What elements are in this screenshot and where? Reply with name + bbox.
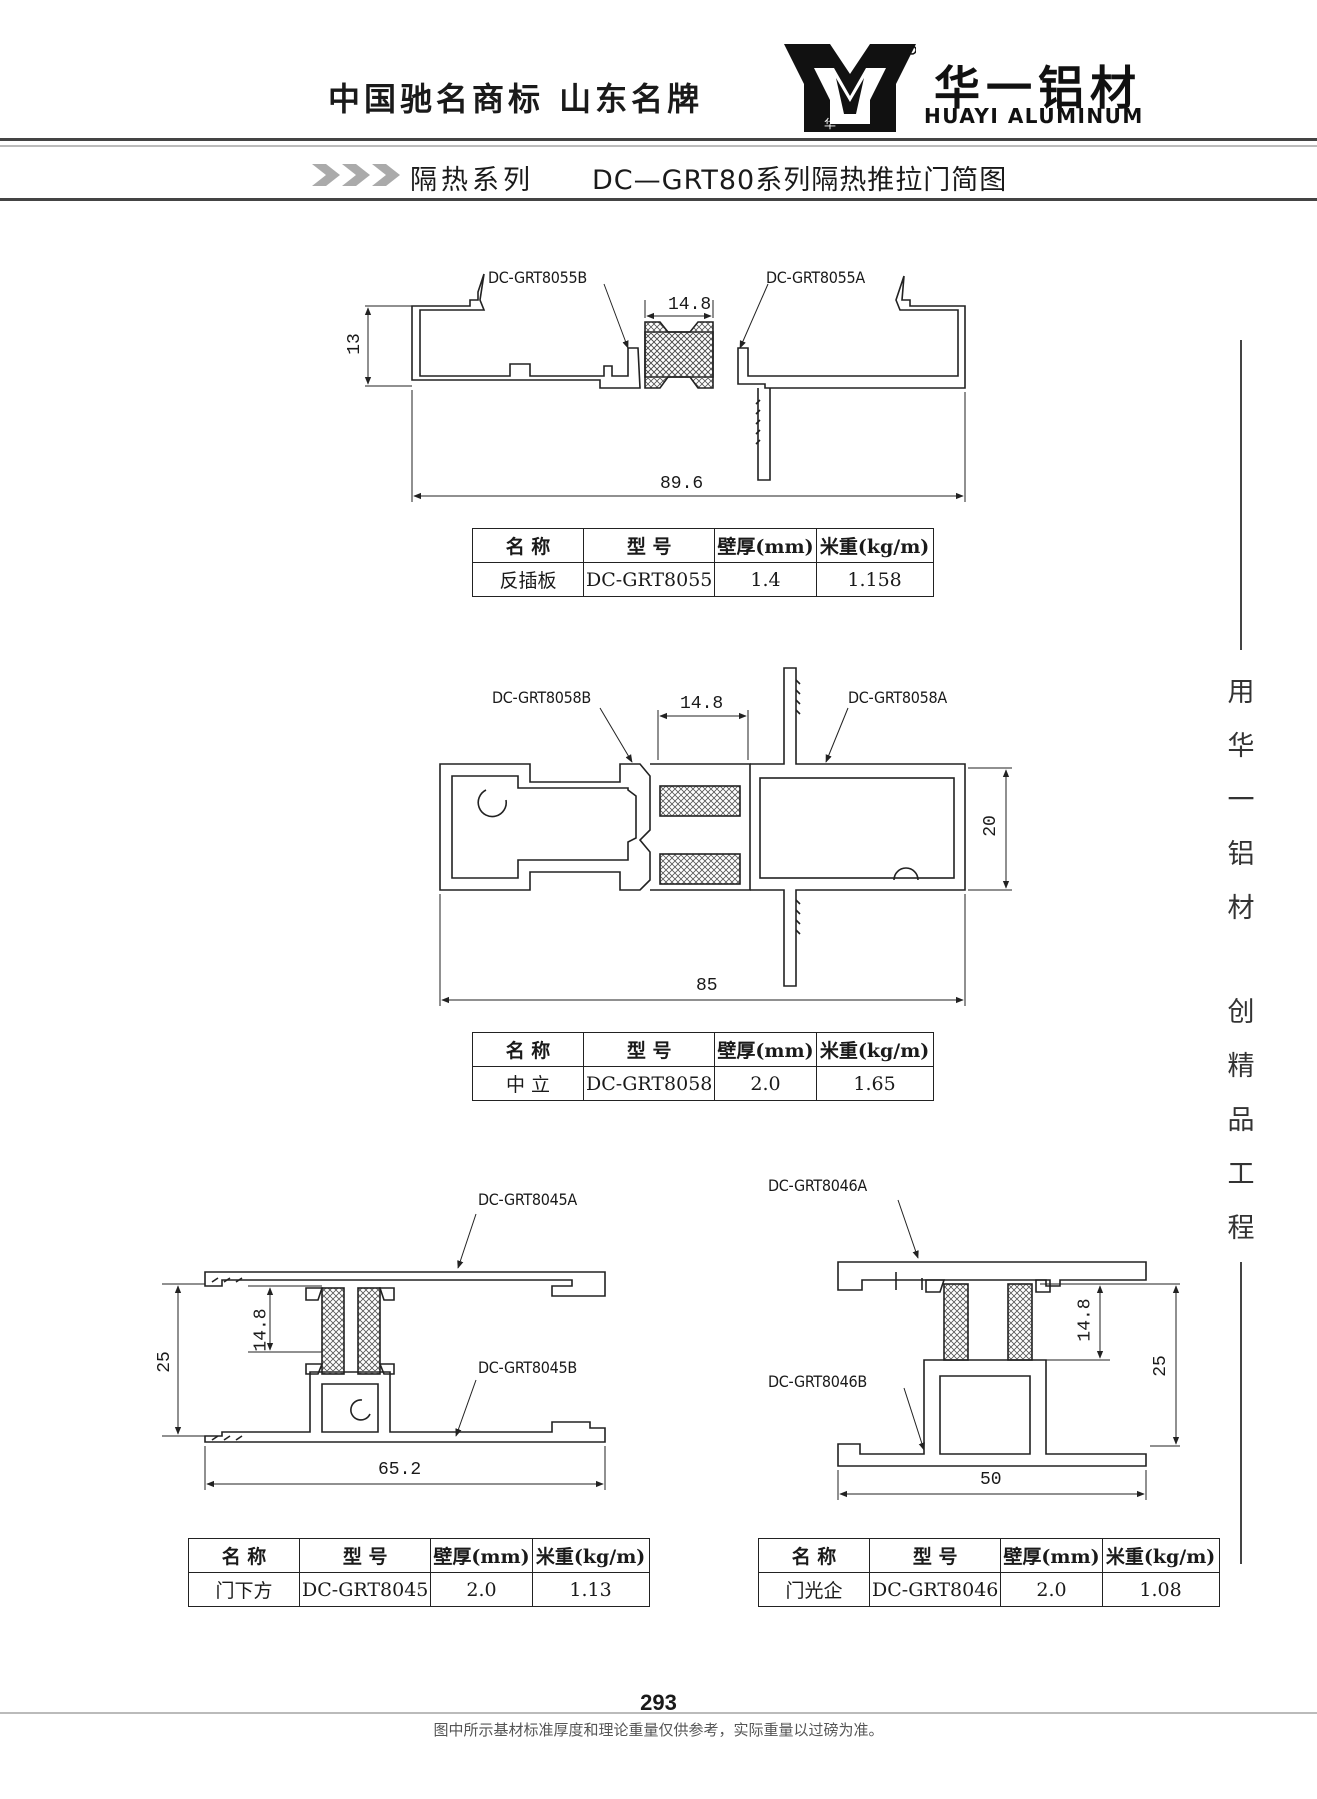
th-weight: 米重(kg/m): [531, 1538, 650, 1573]
fig2-dim-width: 85: [696, 976, 718, 996]
th-name: 名 称: [472, 1032, 584, 1067]
cell-thickness: 2.0: [714, 1066, 817, 1101]
th-thickness: 壁厚(mm): [1000, 1538, 1103, 1573]
profile-8046: [837, 1261, 1147, 1467]
cell-weight: 1.158: [815, 562, 934, 597]
fig3-label-bottom: DC-GRT8045B: [478, 1358, 577, 1377]
fig1-label-left: DC-GRT8055B: [488, 268, 587, 287]
cell-name: 中 立: [472, 1066, 584, 1101]
fig2-dim-height: 20: [980, 815, 1001, 837]
fig3-label-top: DC-GRT8045A: [478, 1190, 577, 1209]
side-char: 精: [1227, 1051, 1255, 1082]
fig4-dim-height: 25: [1150, 1355, 1171, 1377]
side-char: 华: [1227, 731, 1255, 762]
brand-name-en: HUAYI ALUMINUM: [924, 104, 1144, 128]
cell-model: DC-GRT8058: [582, 1066, 716, 1101]
fig1-dim-width: 89.6: [660, 474, 704, 494]
section-title: DC—GRT80系列隔热推拉门简图: [592, 165, 1008, 196]
spec-table-8058: 名 称 型 号 壁厚(mm) 米重(kg/m) 中 立 DC-GRT8058 2…: [472, 1032, 934, 1101]
cell-name: 门下方: [188, 1572, 300, 1607]
cell-thickness: 2.0: [1000, 1572, 1103, 1607]
cell-thickness: 2.0: [430, 1572, 533, 1607]
th-weight: 米重(kg/m): [815, 1032, 934, 1067]
spec-table-8055: 名 称 型 号 壁厚(mm) 米重(kg/m) 反插板 DC-GRT8055 1…: [472, 528, 934, 597]
fig2-label-right: DC-GRT8058A: [848, 688, 947, 707]
fig2-dim-gap: 14.8: [680, 694, 724, 714]
th-name: 名 称: [758, 1538, 870, 1573]
brand-logo-icon: 华一: [784, 44, 916, 132]
header-rule-thin: [0, 145, 1317, 147]
fig4-dim-width: 50: [980, 1470, 1002, 1490]
side-char: 材: [1227, 893, 1255, 924]
th-thickness: 壁厚(mm): [714, 1032, 817, 1067]
th-name: 名 称: [188, 1538, 300, 1573]
th-weight: 米重(kg/m): [815, 528, 934, 563]
fig1-dim-gap: 14.8: [668, 295, 712, 315]
page-number: 293: [640, 1690, 677, 1715]
side-char: 工: [1227, 1159, 1255, 1190]
section-series: 隔热系列: [410, 165, 534, 196]
side-char: 用: [1227, 677, 1255, 708]
brand-name-cn: 华一铝材: [934, 61, 1142, 115]
fig1-label-right: DC-GRT8055A: [766, 268, 865, 287]
cell-weight: 1.13: [531, 1572, 650, 1607]
fig3-dim-height: 25: [154, 1351, 175, 1373]
side-char: 创: [1227, 997, 1255, 1028]
th-model: 型 号: [582, 528, 716, 563]
th-model: 型 号: [868, 1538, 1002, 1573]
profile-8055: [411, 273, 966, 481]
footer-note: 图中所示基材标准厚度和理论重量仅供参考，实际重量以过磅为准。: [433, 1721, 884, 1739]
th-model: 型 号: [298, 1538, 432, 1573]
side-char: 程: [1227, 1213, 1255, 1244]
fig4-label-bottom: DC-GRT8046B: [768, 1372, 867, 1391]
th-thickness: 壁厚(mm): [714, 528, 817, 563]
cell-name: 反插板: [472, 562, 584, 597]
cell-thickness: 1.4: [714, 562, 817, 597]
section-rule: [0, 198, 1317, 201]
spec-table-8046: 名 称 型 号 壁厚(mm) 米重(kg/m) 门光企 DC-GRT8046 2…: [758, 1538, 1220, 1607]
fig4-dim-gap: 14.8: [1075, 1298, 1096, 1342]
chevron-arrows-icon: [312, 164, 400, 186]
cell-model: DC-GRT8046: [868, 1572, 1002, 1607]
cell-name: 门光企: [758, 1572, 870, 1607]
side-char: 铝: [1227, 839, 1255, 870]
side-char: 一: [1227, 785, 1255, 816]
spec-table-8045: 名 称 型 号 壁厚(mm) 米重(kg/m) 门下方 DC-GRT8045 2…: [188, 1538, 650, 1607]
cell-model: DC-GRT8055: [582, 562, 716, 597]
fig1-dim-height: 13: [344, 333, 365, 355]
footer-rule: [0, 1712, 1317, 1714]
profile-8058: [439, 667, 966, 987]
th-thickness: 壁厚(mm): [430, 1538, 533, 1573]
cell-weight: 1.08: [1101, 1572, 1220, 1607]
header-rule-top: [0, 138, 1317, 141]
th-name: 名 称: [472, 528, 584, 563]
fig2-label-left: DC-GRT8058B: [492, 688, 591, 707]
cell-weight: 1.65: [815, 1066, 934, 1101]
cell-model: DC-GRT8045: [298, 1572, 432, 1607]
fig3-dim-width: 65.2: [378, 1460, 422, 1480]
th-weight: 米重(kg/m): [1101, 1538, 1220, 1573]
fig3-dim-gap: 14.8: [251, 1308, 272, 1352]
side-rule-bottom: [1240, 1262, 1242, 1564]
side-rule-top: [1240, 340, 1242, 650]
side-char: 品: [1227, 1105, 1255, 1136]
fig4-label-top: DC-GRT8046A: [768, 1176, 867, 1195]
profile-drawings: [162, 273, 1180, 1500]
logo-mark-text: 华一: [824, 117, 848, 131]
header-slogan: 中国驰名商标 山东名牌: [328, 80, 704, 118]
profile-8045: [204, 1271, 606, 1443]
th-model: 型 号: [582, 1032, 716, 1067]
